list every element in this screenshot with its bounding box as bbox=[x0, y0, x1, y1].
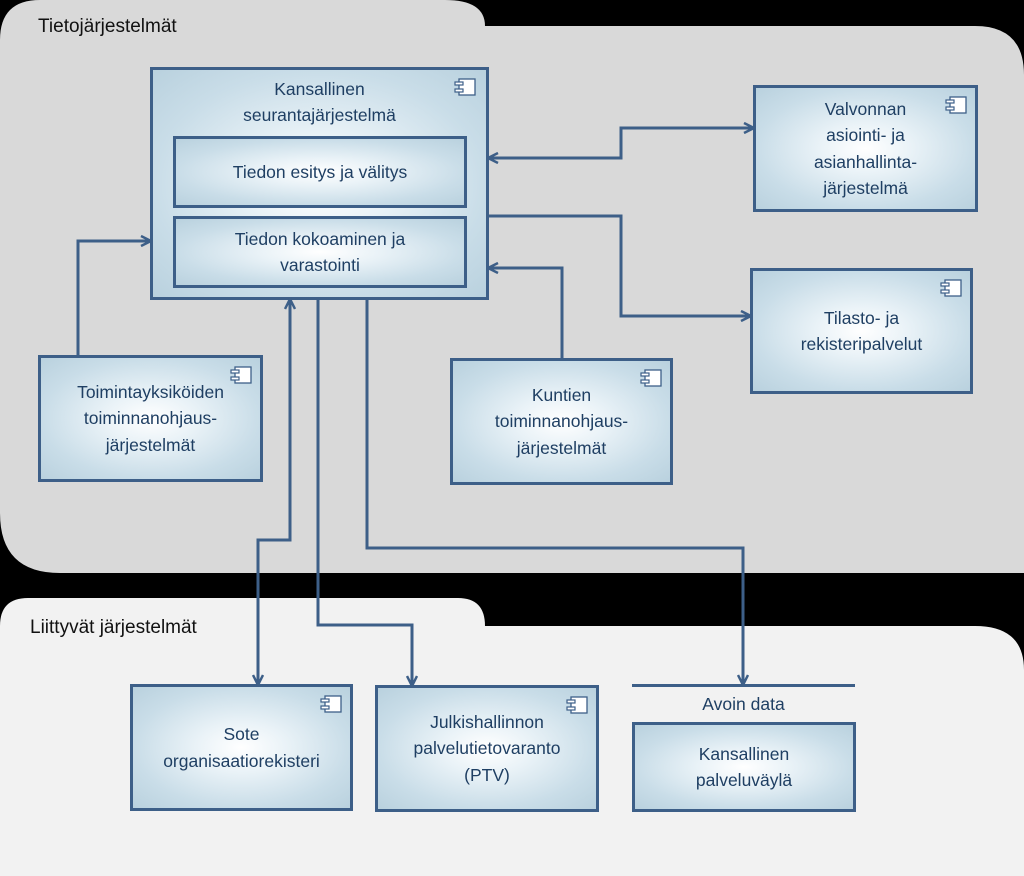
component-icon bbox=[945, 96, 967, 114]
connector-julkishallinnon bbox=[316, 300, 412, 685]
connector-valvonnan bbox=[489, 128, 753, 158]
main-system-title: Kansallinen seurantajärjestelmä bbox=[243, 79, 396, 126]
component-icon bbox=[454, 78, 476, 96]
connector-toimintayksikoiden bbox=[76, 241, 150, 355]
sote-label: Sote organisaatiorekisteri bbox=[163, 724, 320, 771]
valvonnan-label: Valvonnan asiointi- ja asianhallinta- jä… bbox=[813, 99, 918, 198]
tilasto-label: Tilasto- ja rekisteripalvelut bbox=[800, 307, 923, 354]
julkishallinnon-palvelutietovaranto[interactable]: Julkishallinnon palvelutietovaranto (PTV… bbox=[375, 685, 599, 812]
toimintayksikoiden-label: Toimintayksiköiden toiminnanohjaus- järj… bbox=[77, 382, 224, 455]
toimintayksikoiden-jarjestelmat[interactable]: Toimintayksiköiden toiminnanohjaus- järj… bbox=[38, 355, 263, 482]
kansallinen-palveluvayla[interactable]: Kansallinen palveluväylä bbox=[632, 722, 856, 812]
component-icon bbox=[566, 696, 588, 714]
palveluvayla-label: Kansallinen palveluväylä bbox=[695, 743, 793, 790]
tiedon-kokoaminen-box[interactable]: Tiedon kokoaminen ja varastointi bbox=[173, 216, 467, 288]
tietojarjestelmat-label: Tietojärjestelmät bbox=[38, 16, 177, 37]
tilasto-rekisteripalvelut[interactable]: Tilasto- ja rekisteripalvelut bbox=[750, 268, 973, 394]
kuntien-jarjestelmat[interactable]: Kuntien toiminnanohjaus- järjestelmät bbox=[450, 358, 673, 485]
tiedon-esitys-box[interactable]: Tiedon esitys ja välitys bbox=[173, 136, 467, 208]
julkishallinnon-label: Julkishallinnon palvelutietovaranto (PTV… bbox=[413, 712, 561, 785]
avoin-data-label: Avoin data bbox=[702, 694, 785, 714]
tiedon-kokoaminen-label: Tiedon kokoaminen ja varastointi bbox=[234, 228, 406, 275]
component-icon bbox=[320, 695, 342, 713]
connector-avoin-data bbox=[365, 300, 743, 684]
connector-sote bbox=[258, 300, 290, 684]
component-icon bbox=[640, 369, 662, 387]
connector-tilasto bbox=[489, 214, 750, 316]
connector-kuntien bbox=[489, 268, 564, 358]
tiedon-esitys-label: Tiedon esitys ja välitys bbox=[232, 161, 408, 182]
kuntien-label: Kuntien toiminnanohjaus- järjestelmät bbox=[494, 385, 629, 458]
component-icon bbox=[230, 366, 252, 384]
liittyvat-jarjestelmat-label: Liittyvät järjestelmät bbox=[30, 617, 197, 638]
component-icon bbox=[940, 279, 962, 297]
kansallinen-seurantajarjestelma[interactable]: Kansallinen seurantajärjestelmä Tiedon e… bbox=[150, 67, 489, 300]
sote-organisaatiorekisteri[interactable]: Sote organisaatiorekisteri bbox=[130, 684, 353, 811]
